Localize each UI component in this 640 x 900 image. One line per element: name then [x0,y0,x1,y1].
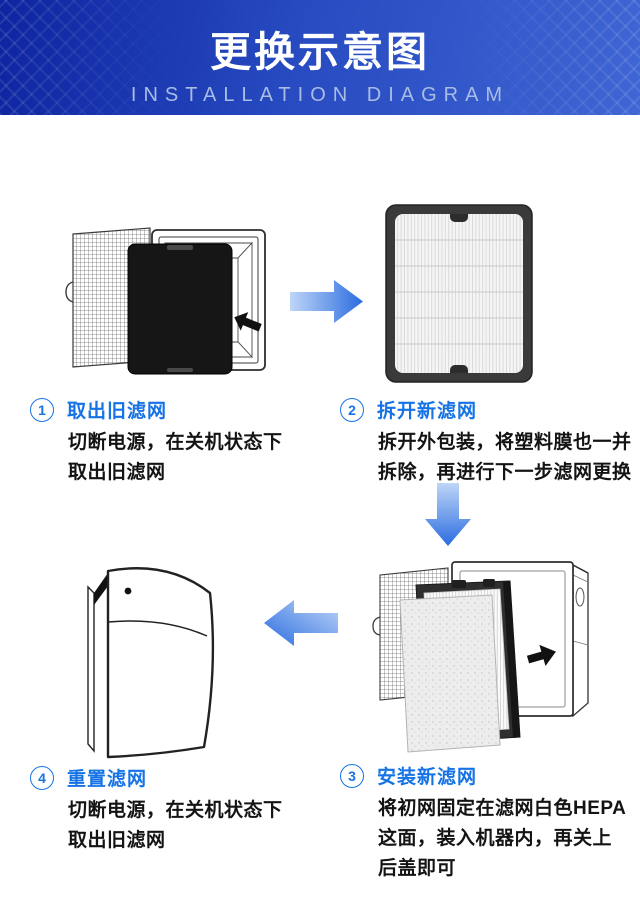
pull-out-arrow-icon [234,312,262,332]
old-black-filter [127,243,233,375]
step-1-number-badge: 1 [30,397,54,422]
power-button-dot [124,587,132,595]
step-4-number-badge: 4 [30,765,54,790]
step-2-description: 拆开外包装，将塑料膜也一并 拆除，再进行下一步滤网更换 [378,432,632,483]
arrow-left-icon [263,598,338,653]
step-4-title: 重置滤网 [67,769,148,790]
white-pre-filter [399,594,501,753]
step-3: 3 安装新滤网 将初网固定在滤网白色HEPA 这面，装入机器内，再关上 后盖即可 [340,762,640,884]
hepa-filter [385,204,533,383]
step-1: 1 取出旧滤网 切断电源，在关机状态下 取出旧滤网 [30,396,330,488]
step-1-title: 取出旧滤网 [67,401,168,422]
step-2-title: 拆开新滤网 [377,401,478,422]
step-3-description: 将初网固定在滤网白色HEPA 这面，装入机器内，再关上 后盖即可 [378,798,627,879]
purifier-unit-illustration [60,555,260,765]
step-2: 2 拆开新滤网 拆开外包装，将塑料膜也一并 拆除，再进行下一步滤网更换 [340,396,640,488]
header-banner: 更换示意图 INSTALLATION DIAGRAM [0,0,640,115]
step-2-number-badge: 2 [340,397,364,422]
step-3-number-badge: 3 [340,763,364,788]
step-3-title: 安装新滤网 [377,767,478,788]
new-filter-illustration [370,195,600,390]
remove-old-filter-illustration [40,198,290,388]
purifier-outline [87,567,215,759]
page-subtitle: INSTALLATION DIAGRAM [130,84,510,106]
page-title: 更换示意图 [210,29,430,75]
arrow-right-icon [290,279,364,329]
insert-arrow-icon [526,644,556,667]
step-4-description: 切断电源，在关机状态下 取出旧滤网 [68,800,283,851]
step-1-description: 切断电源，在关机状态下 取出旧滤网 [68,432,283,483]
install-new-filter-illustration [340,545,630,760]
arrow-down-icon [423,483,473,552]
step-4: 4 重置滤网 切断电源，在关机状态下 取出旧滤网 [30,764,330,856]
